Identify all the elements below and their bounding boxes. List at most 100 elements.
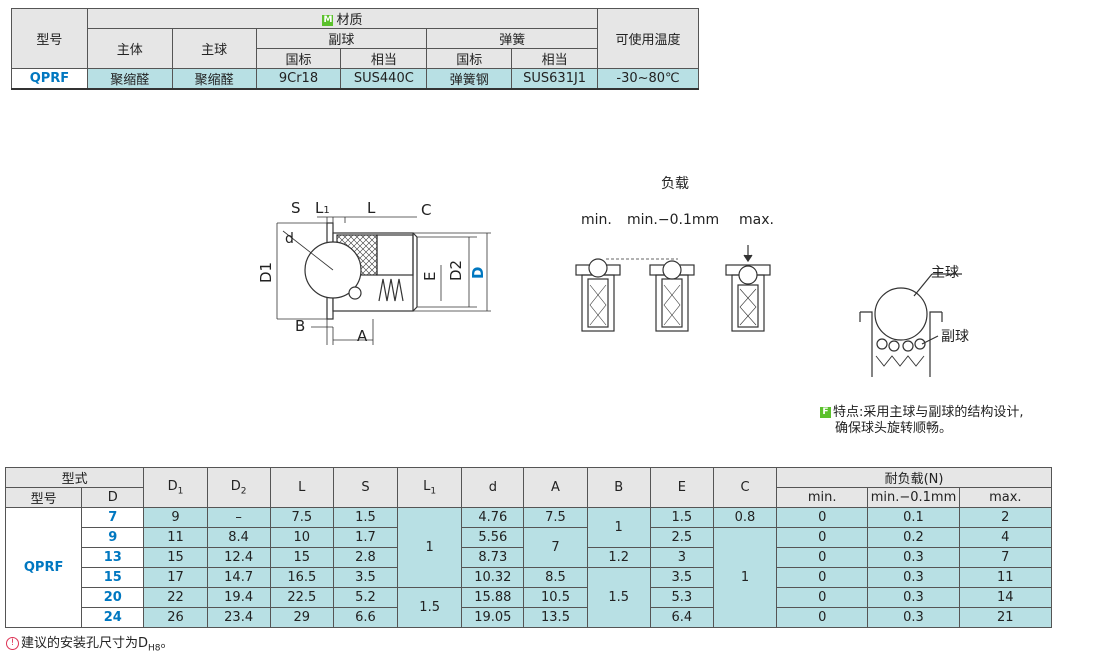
cell-d2: 23.4: [206, 607, 271, 628]
col-E: E: [649, 467, 714, 508]
table-row-d: 20: [81, 587, 145, 608]
cell-b: 1: [586, 507, 651, 548]
cell-b: 1.2: [586, 547, 651, 568]
label-d: d: [285, 231, 294, 247]
spr-gb-material: 弹簧钢: [426, 68, 513, 90]
main-body-header: 主体: [86, 28, 173, 69]
cell-a: 10.5: [523, 587, 588, 608]
cell-d1: 9: [143, 507, 208, 528]
label-S: S: [291, 199, 301, 217]
cell-mid: 0.2: [867, 527, 960, 548]
cell-a: 7.5: [523, 507, 588, 528]
load-mid-header: min.−0.1mm: [867, 487, 960, 508]
dimension-drawing: S L1 L C d D1 E D2 D B A: [257, 199, 491, 345]
col-B: B: [586, 467, 651, 508]
cell-l: 10: [269, 527, 334, 548]
sub-ball-header: 副球: [255, 28, 428, 49]
label-D2: D2: [447, 260, 465, 281]
cell-max: 11: [958, 567, 1053, 588]
cell-s: 1.7: [332, 527, 399, 548]
load-min-header: min.: [776, 487, 869, 508]
load-header: 耐负载(N): [776, 467, 1052, 488]
model-header: 型号: [4, 487, 83, 508]
cell-a: 7: [523, 527, 588, 568]
cell-s: 5.2: [332, 587, 399, 608]
main-ball-header: 主球: [171, 28, 257, 69]
feature-badge-icon: F: [820, 407, 831, 418]
cell-l: 15: [269, 547, 334, 568]
ball-detail-drawing: [859, 273, 962, 377]
spr-eq-material: SUS631J1: [511, 68, 599, 90]
sub-gb-material: 9Cr18: [255, 68, 342, 90]
label-A: A: [357, 327, 368, 345]
table-row-d: 24: [81, 607, 145, 628]
body-material: 聚缩醛: [86, 68, 173, 90]
sub-ball-label: 副球: [941, 329, 969, 345]
cell-max: 21: [958, 607, 1053, 628]
cell-d: 4.76: [461, 507, 525, 528]
spr-eq-header: 相当: [511, 48, 599, 69]
cell-d2: 8.4: [206, 527, 271, 548]
col-D1: D1: [143, 467, 208, 508]
type-header: 型式: [4, 467, 145, 488]
table-row-d: 13: [81, 547, 145, 568]
model-cell: QPRF: [4, 507, 83, 628]
cell-l: 29: [269, 607, 334, 628]
spec-table: 型式 D1 D2 L S L1 d A B E C 耐负载(N) 型号 D mi…: [4, 467, 1053, 628]
cell-l1: 1.5: [397, 587, 463, 628]
cell-l: 16.5: [269, 567, 334, 588]
cell-max: 7: [958, 547, 1053, 568]
cell-mid: 0.3: [867, 587, 960, 608]
col-L: L: [269, 467, 334, 508]
material-badge-icon: M: [322, 15, 334, 26]
cell-mid: 0.3: [867, 547, 960, 568]
cell-d: 8.73: [461, 547, 525, 568]
label-D: D: [469, 267, 487, 279]
spring-header: 弹簧: [426, 28, 599, 49]
cell-min: 0: [776, 607, 869, 628]
label-E: E: [421, 272, 439, 281]
load-max-header: max.: [958, 487, 1053, 508]
cell-mid: 0.3: [867, 607, 960, 628]
model-header: 型号: [11, 8, 88, 69]
cell-min: 0: [776, 567, 869, 588]
cell-d2: –: [206, 507, 271, 528]
cell-c: 0.8: [712, 507, 778, 528]
cell-min: 0: [776, 527, 869, 548]
model-cell: QPRF: [11, 68, 88, 90]
table-row-d: 15: [81, 567, 145, 588]
cell-c: 1: [712, 527, 778, 628]
cell-d: 19.05: [461, 607, 525, 628]
cell-mid: 0.1: [867, 507, 960, 528]
load-max-label: max.: [739, 212, 774, 228]
load-states-drawing: [575, 245, 771, 332]
cell-a: 13.5: [523, 607, 588, 628]
cell-e: 1.5: [649, 507, 714, 528]
ball-material: 聚缩醛: [171, 68, 257, 90]
col-C: C: [712, 467, 778, 508]
temp-value: -30~80℃: [597, 68, 699, 90]
cell-mid: 0.3: [867, 567, 960, 588]
cell-e: 3.5: [649, 567, 714, 588]
warning-icon: !: [6, 637, 19, 650]
cell-s: 6.6: [332, 607, 399, 628]
cell-e: 6.4: [649, 607, 714, 628]
cell-min: 0: [776, 507, 869, 528]
cell-max: 4: [958, 527, 1053, 548]
cell-e: 2.5: [649, 527, 714, 548]
sub-eq-header: 相当: [340, 48, 428, 69]
cell-b: 1.5: [586, 567, 651, 628]
temp-header: 可使用温度: [597, 8, 699, 69]
col-A: A: [523, 467, 588, 508]
cell-max: 14: [958, 587, 1053, 608]
cell-l1: 1: [397, 507, 463, 588]
cell-l: 7.5: [269, 507, 334, 528]
col-L1: L1: [397, 467, 463, 508]
spr-gb-header: 国标: [426, 48, 513, 69]
sub-gb-header: 国标: [255, 48, 342, 69]
cell-d2: 14.7: [206, 567, 271, 588]
cell-min: 0: [776, 547, 869, 568]
